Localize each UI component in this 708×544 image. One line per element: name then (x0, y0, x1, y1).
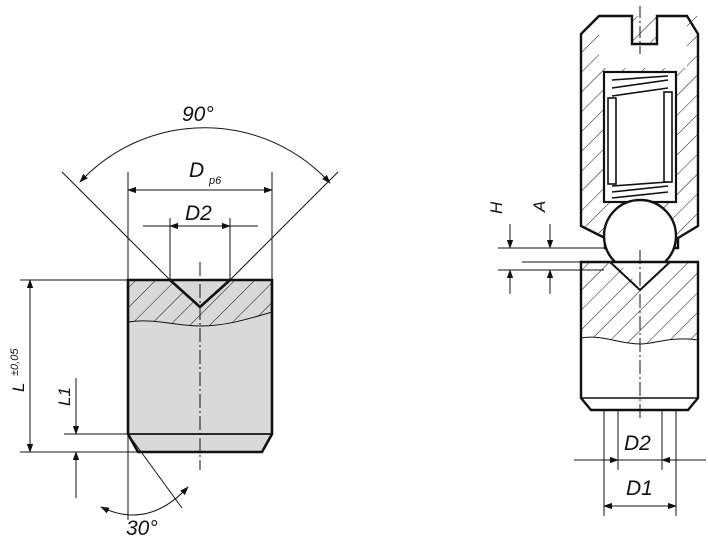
left-view: 90° D p6 D2 L ±0,05 L1 30° (9, 103, 339, 540)
angle-leg-right (229, 171, 339, 281)
housing-outline (579, 14, 700, 250)
angle-arc-90 (79, 127, 331, 184)
a-label: A (530, 201, 549, 213)
angle-90-label: 90° (182, 103, 214, 126)
d1-label: D1 (626, 477, 653, 500)
angle-30-label: 30° (126, 517, 158, 540)
h-label: H (487, 201, 506, 214)
hatched-section (128, 280, 272, 326)
d2-label-left: D2 (185, 202, 212, 225)
angle-leg-left (61, 171, 171, 281)
right-view: H A D2 D1 (487, 6, 706, 516)
dp6-label-main: D (189, 159, 204, 182)
dp6-label-sub: p6 (208, 175, 222, 187)
l1-label: L1 (55, 387, 74, 406)
l-label: L (9, 383, 28, 392)
spring (607, 75, 673, 199)
break-line (127, 311, 273, 327)
l-tolerance-label: ±0,05 (9, 348, 21, 376)
d2-label-right: D2 (624, 432, 651, 455)
pin-body (128, 280, 272, 452)
angle-arc-30 (100, 486, 189, 516)
